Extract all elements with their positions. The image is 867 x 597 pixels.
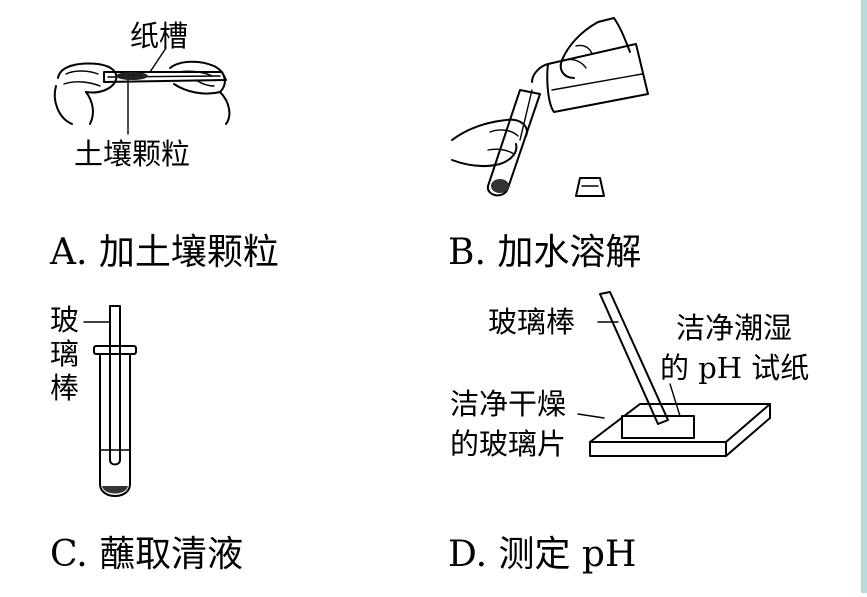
caption-d: D. 测定 pH [448, 534, 636, 575]
label-soil-particles: 土壤颗粒 [74, 137, 190, 171]
ph-paper-icon [621, 415, 695, 439]
label-glass-slide-1: 洁净干燥 [450, 387, 566, 421]
right-hand-icon [169, 60, 231, 125]
beaker-icon [531, 43, 649, 113]
caption-c: C. 蘸取清液 [50, 534, 243, 575]
pouring-hand-icon [559, 17, 631, 79]
panel-a: 纸槽 土壤颗粒 A. 加土壤颗粒 [49, 19, 279, 273]
panel-d: 玻璃棒 洁净潮湿 的 pH 试纸 洁净干燥 的玻璃片 D. 测定 pH [448, 291, 809, 575]
stopper-icon [575, 177, 605, 197]
caption-b: B. 加水溶解 [448, 232, 641, 273]
label-rod-char-2: 璃 [50, 337, 79, 371]
label-glass-slide-2: 的玻璃片 [450, 427, 566, 461]
holding-hand-icon [451, 118, 528, 168]
test-tube-icon [486, 89, 541, 197]
label-ph-paper-2: 的 pH 试纸 [660, 351, 809, 385]
panel-b: B. 加水溶解 [448, 17, 649, 273]
caption-a: A. 加土壤颗粒 [49, 232, 279, 273]
panel-c: 玻 璃 棒 C. 蘸取清液 [50, 303, 243, 575]
glass-rod-icon [599, 291, 669, 425]
label-glass-rod: 玻璃棒 [488, 305, 575, 339]
right-border [861, 0, 867, 593]
left-hand-icon [53, 62, 118, 125]
label-ph-paper-1: 洁净潮湿 [676, 311, 792, 345]
label-rod-char-1: 玻 [50, 303, 79, 337]
test-tube-icon [93, 345, 137, 497]
glass-rod-icon [109, 305, 121, 466]
label-rod-char-3: 棒 [50, 371, 79, 405]
label-paper-trough: 纸槽 [130, 19, 188, 53]
